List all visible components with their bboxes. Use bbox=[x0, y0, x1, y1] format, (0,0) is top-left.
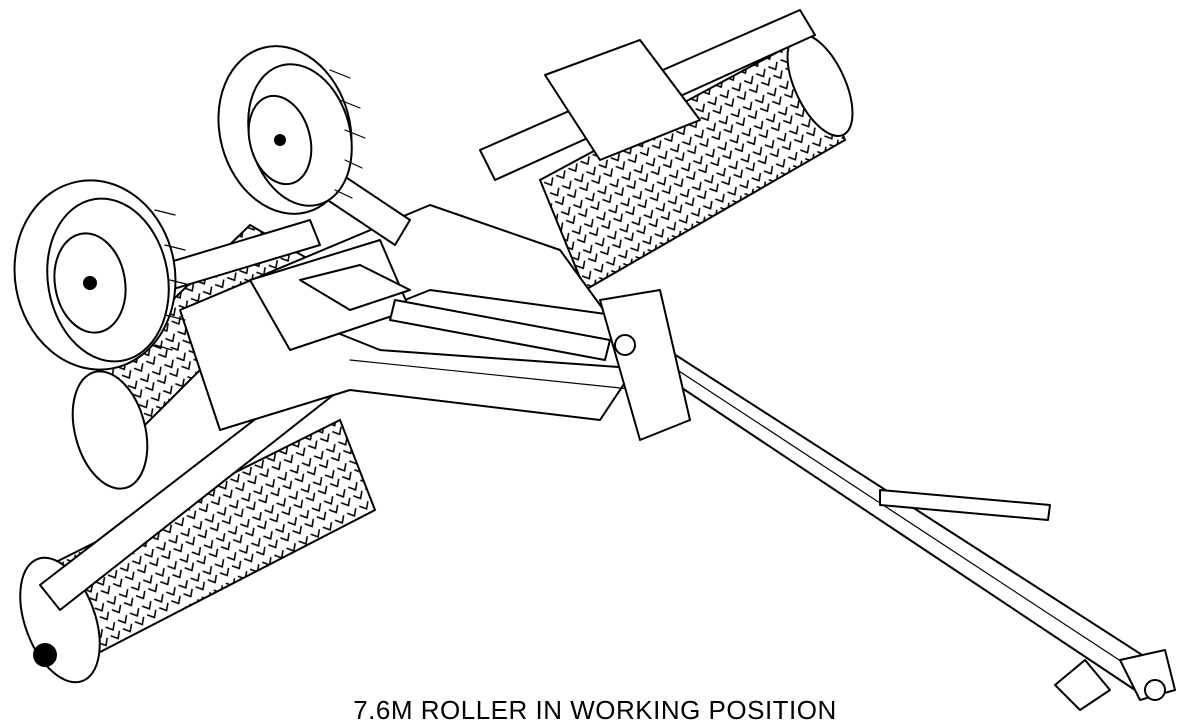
upper-beam bbox=[479, 9, 816, 181]
figure-caption: 7.6M ROLLER IN WORKING POSITION bbox=[353, 695, 837, 725]
upper-roller bbox=[538, 33, 854, 292]
lower-roller bbox=[19, 418, 377, 684]
lower-wheel bbox=[13, 179, 177, 371]
upper-wheel bbox=[217, 45, 353, 215]
tire-tread bbox=[154, 69, 366, 351]
hitch-eye bbox=[1054, 649, 1176, 711]
drawbar bbox=[639, 344, 1151, 691]
hydraulic-cylinder bbox=[389, 299, 636, 361]
